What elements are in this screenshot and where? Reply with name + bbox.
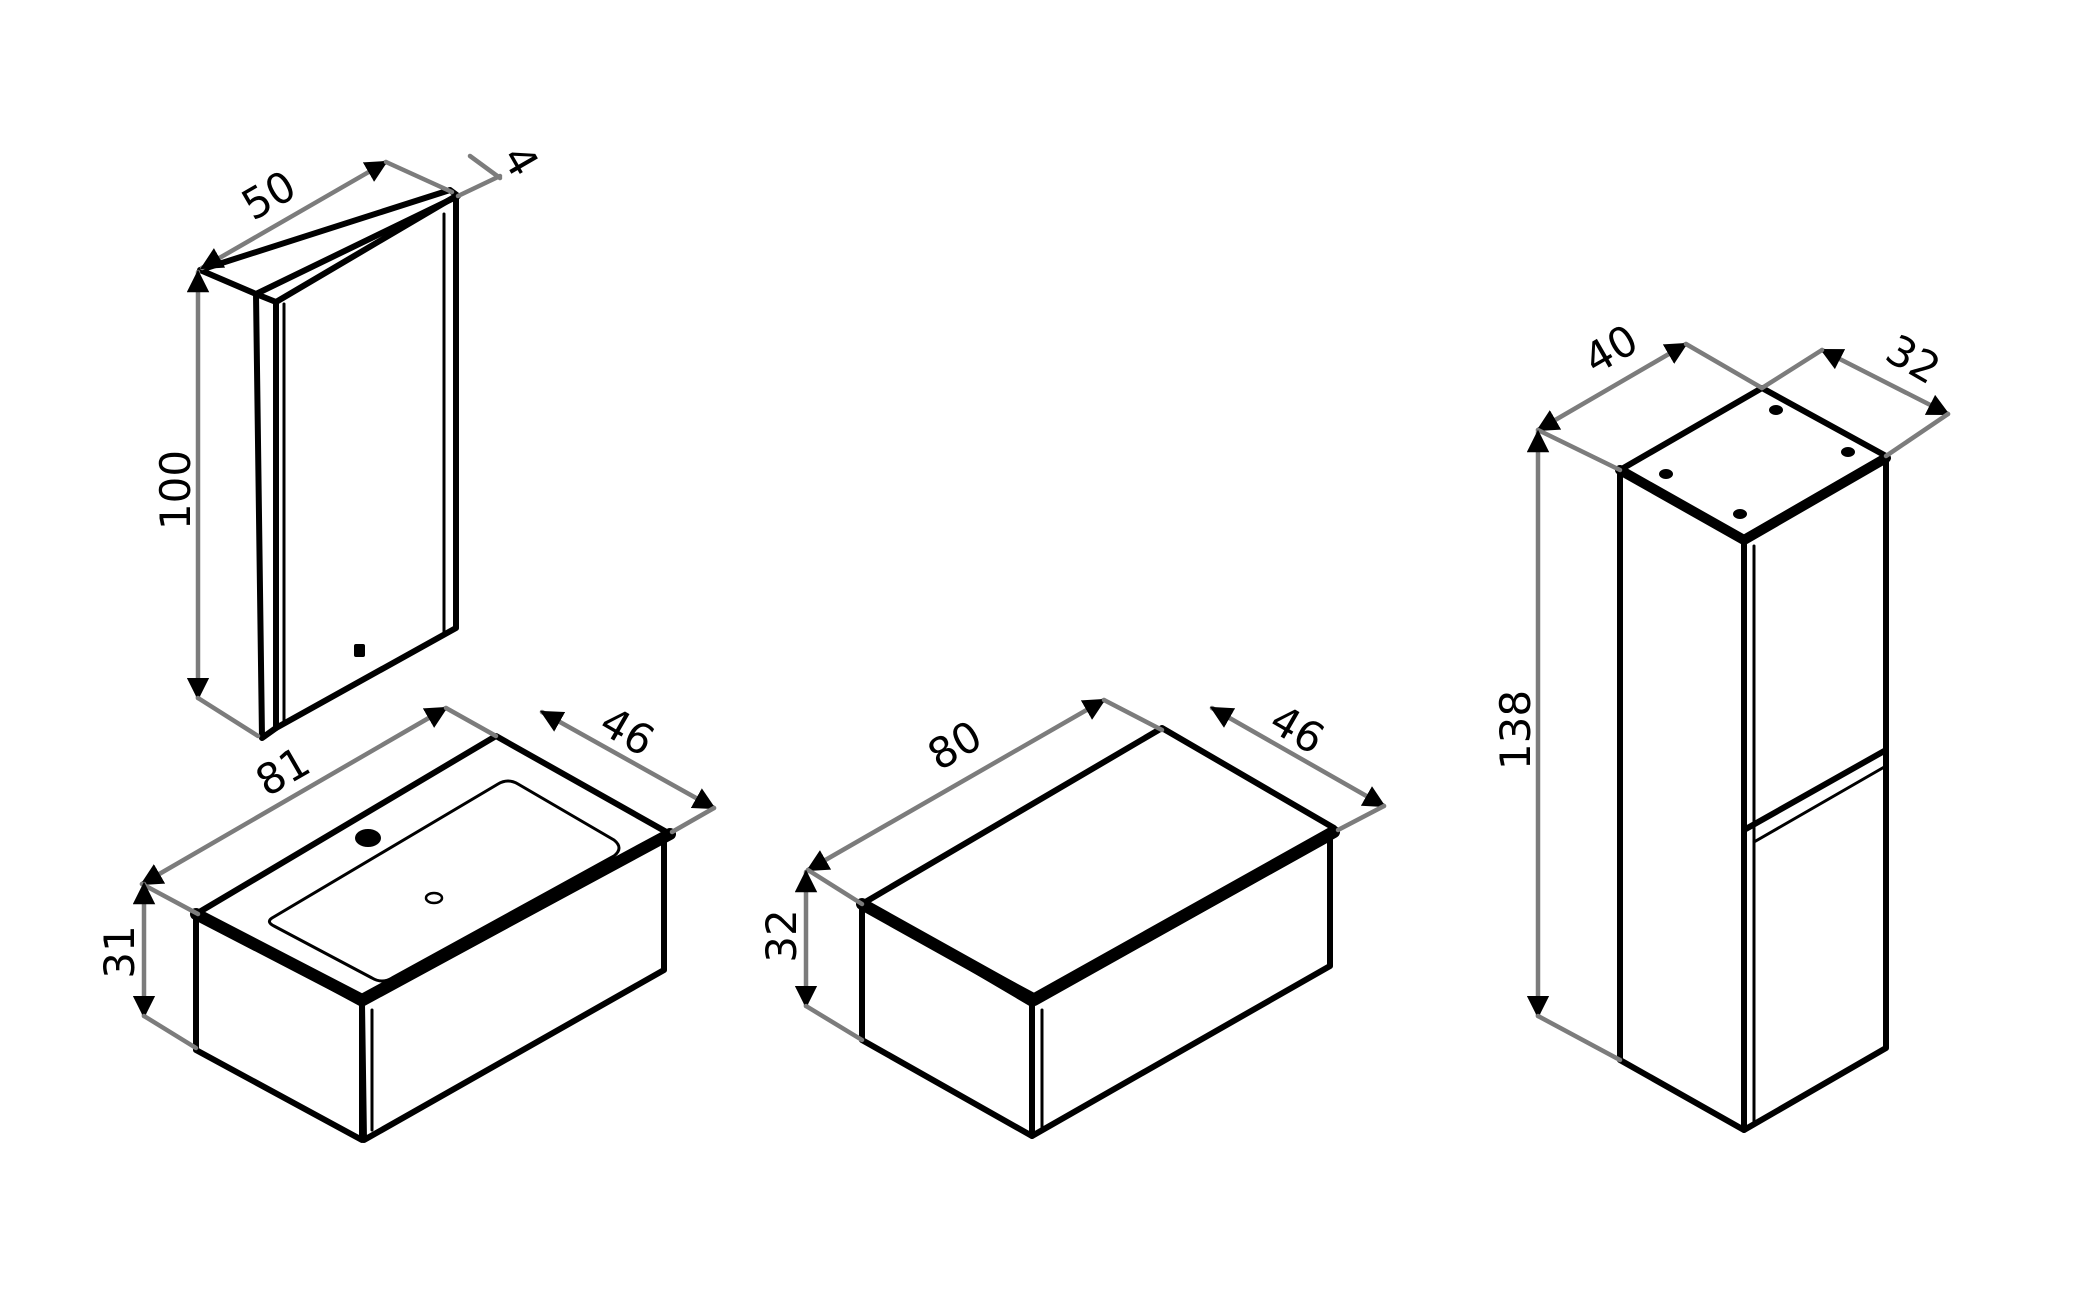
- mirror-cabinet: 50 4 100: [151, 137, 548, 741]
- side-unit-width-dimension-line: [805, 697, 1107, 873]
- tall-cabinet-width-dimension-line: [1535, 341, 1689, 433]
- side-unit-height-label: 32: [757, 909, 806, 962]
- hinge-hole-1-icon: [1659, 469, 1673, 479]
- tall-cabinet-door-divider: [1741, 747, 1889, 833]
- vanity-with-basin: 81 46 31: [95, 697, 717, 1143]
- side-unit-front-edge: [856, 826, 1340, 1006]
- side-unit-depth-label: 46: [1262, 695, 1333, 764]
- mirror-height-extension: [195, 695, 261, 739]
- side-unit: 80 46 32: [757, 695, 1387, 1139]
- mirror-width-dimension-line: [199, 159, 389, 271]
- tall-cabinet-width-extension-right: [1683, 341, 1765, 391]
- hinge-hole-3-icon: [1841, 447, 1855, 457]
- side-unit-height-extension: [803, 1003, 865, 1043]
- drain-icon: [424, 891, 444, 905]
- tall-cabinet-side: [1741, 455, 1889, 1133]
- vanity-height-label: 31: [95, 925, 144, 978]
- mirror-cabinet-top: [197, 187, 461, 297]
- tall-cabinet-height-extension: [1535, 1013, 1623, 1063]
- tap-hole-icon: [355, 829, 381, 847]
- side-unit-depth-extension: [1335, 803, 1387, 833]
- side-unit-side: [1029, 835, 1333, 1139]
- tall-cabinet-width-extension-left: [1535, 427, 1623, 473]
- vanity-side: [359, 837, 667, 1143]
- tall-cabinet: 40 32 138: [1491, 315, 1951, 1133]
- tall-cabinet-top-edge: [1615, 453, 1891, 545]
- side-unit-depth-dimension-line: [1209, 705, 1387, 809]
- tall-cabinet-depth-extension-right: [1883, 411, 1951, 459]
- mirror-depth-dimension-line: [455, 173, 503, 199]
- vanity-height-extension: [141, 1013, 199, 1051]
- vanity-front-edge: [190, 828, 676, 1006]
- basin-outline: [267, 779, 621, 983]
- mirror-cabinet-front: [273, 193, 459, 731]
- tall-cabinet-door-gap: [1752, 764, 1888, 844]
- vanity-depth-dimension-line: [539, 709, 717, 811]
- vanity-depth-label: 46: [592, 697, 663, 766]
- tall-cabinet-front: [1617, 467, 1747, 1133]
- vanity-width-extension-left: [139, 881, 201, 917]
- tall-cabinet-depth-extension-left: [1759, 347, 1825, 391]
- side-unit-width-extension-left: [805, 867, 865, 907]
- mirror-width-label: 50: [233, 161, 304, 230]
- mirror-width-extension: [383, 159, 455, 195]
- vanity-front: [193, 911, 365, 1143]
- hinge-hole-2-icon: [1769, 405, 1783, 415]
- vanity-width-extension-right: [443, 705, 499, 739]
- tall-cabinet-depth-dimension-line: [1819, 347, 1951, 417]
- mirror-switch-icon: [354, 644, 365, 657]
- hinge-hole-4-icon: [1733, 509, 1747, 519]
- mirror-depth-extension: [467, 153, 503, 181]
- vanity-depth-extension: [669, 805, 717, 835]
- mirror-height-label: 100: [151, 450, 200, 530]
- vanity-width-label: 81: [247, 737, 318, 806]
- side-unit-top: [859, 725, 1337, 999]
- side-unit-front: [859, 901, 1035, 1139]
- tall-cabinet-height-label: 138: [1491, 690, 1540, 770]
- side-unit-width-extension-right: [1101, 697, 1165, 733]
- vanity-width-dimension-line: [139, 705, 449, 887]
- tall-cabinet-top: [1617, 385, 1889, 541]
